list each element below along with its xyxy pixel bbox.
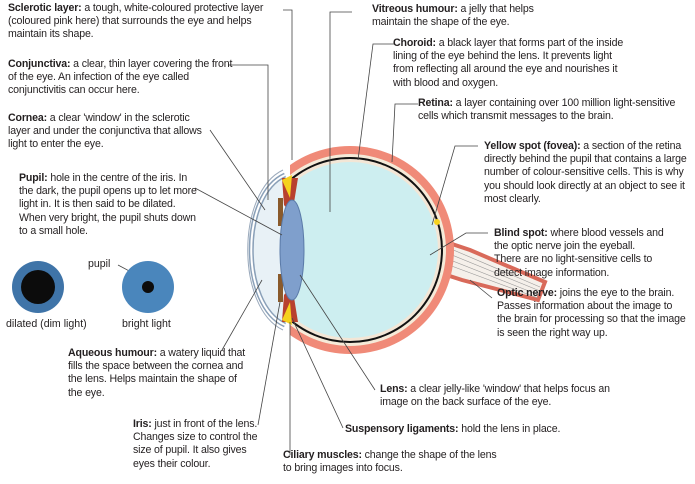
term: Sclerotic layer: <box>8 2 82 14</box>
desc: a clear 'window' in the sclerotic layer … <box>8 112 202 151</box>
desc: a black layer that forms part of the ins… <box>393 37 624 89</box>
term: Vitreous humour: <box>372 3 458 15</box>
label-ciliary-muscles: Ciliary muscles: change the shape of the… <box>283 449 498 475</box>
term: Pupil: <box>19 172 48 184</box>
label-suspensory-ligaments: Suspensory ligaments: hold the lens in p… <box>345 423 605 436</box>
term: Cornea: <box>8 112 47 124</box>
term: Choroid: <box>393 37 436 49</box>
iris-top <box>278 198 283 226</box>
desc: a watery liquid that fills the space bet… <box>68 347 246 399</box>
suspensory-ligament-top <box>282 175 292 198</box>
bright-pupil <box>142 281 154 293</box>
label-aqueous-humour: Aqueous humour: a watery liquid that fil… <box>68 347 253 400</box>
desc: hole in the centre of the iris. In the d… <box>19 172 197 237</box>
desc: a clear, thin layer covering the front o… <box>8 58 233 97</box>
label-lens: Lens: a clear jelly-like 'window' that h… <box>380 383 615 409</box>
term: Yellow spot (fovea): <box>484 140 581 152</box>
label-blind-spot: Blind spot: where blood vessels and the … <box>494 227 664 280</box>
suspensory-ligament-bottom <box>282 302 292 325</box>
desc: a section of the retina directly behind … <box>484 140 687 205</box>
label-optic-nerve: Optic nerve: joins the eye to the brain.… <box>497 287 687 340</box>
desc: joins the eye to the brain. Passes infor… <box>497 287 686 339</box>
bright-caption: bright light <box>122 318 171 330</box>
label-choroid: Choroid: a black layer that forms part o… <box>393 37 633 90</box>
label-pupil: Pupil: hole in the centre of the iris. I… <box>19 172 199 238</box>
label-sclerotic-layer: Sclerotic layer: a tough, white-coloured… <box>8 2 286 42</box>
label-iris: Iris: just in front of the lens. Changes… <box>133 418 268 471</box>
desc: where blood vessels and the optic nerve … <box>494 227 664 279</box>
leader-lines <box>117 9 493 455</box>
label-yellow-spot: Yellow spot (fovea): a section of the re… <box>484 140 692 206</box>
term: Optic nerve: <box>497 287 558 299</box>
desc: a jelly that helps maintain the shape of… <box>372 3 534 29</box>
yellow-spot <box>434 219 440 225</box>
label-cornea: Cornea: a clear 'window' in the scleroti… <box>8 112 213 152</box>
term: Aqueous humour: <box>68 347 157 359</box>
term: Conjunctiva: <box>8 58 71 70</box>
desc: just in front of the lens. Changes size … <box>133 418 258 470</box>
lens <box>279 199 305 301</box>
term: Iris: <box>133 418 152 430</box>
desc: a tough, white-coloured protective layer… <box>8 2 264 41</box>
iris-bottom <box>278 274 283 302</box>
term: Retina: <box>418 97 453 109</box>
vitreous-humour <box>262 162 438 338</box>
desc: hold the lens in place. <box>458 423 561 435</box>
label-conjunctiva: Conjunctiva: a clear, thin layer coverin… <box>8 58 233 98</box>
dilated-caption: dilated (dim light) <box>6 318 87 330</box>
desc: a clear jelly-like 'window' that helps f… <box>380 383 610 409</box>
term: Lens: <box>380 383 408 395</box>
term: Suspensory ligaments: <box>345 423 459 435</box>
pupil-caption: pupil <box>88 258 111 270</box>
label-vitreous-humour: Vitreous humour: a jelly that helps main… <box>372 3 547 29</box>
dilated-pupil <box>21 270 55 304</box>
label-retina: Retina: a layer containing over 100 mill… <box>418 97 695 123</box>
term: Ciliary muscles: <box>283 449 362 461</box>
desc: a layer containing over 100 million ligh… <box>418 97 676 123</box>
desc: change the shape of the lens to bring im… <box>283 449 497 475</box>
term: Blind spot: <box>494 227 548 239</box>
